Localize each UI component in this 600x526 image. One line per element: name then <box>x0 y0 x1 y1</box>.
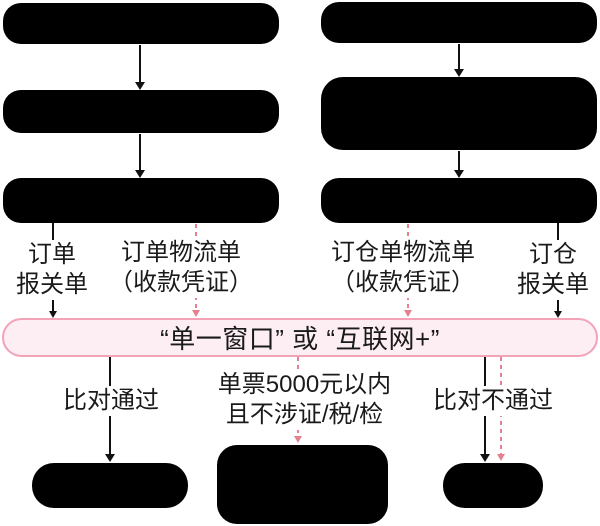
process-box-right-2 <box>321 77 597 150</box>
label-line: 订仓单物流单 <box>331 239 475 266</box>
single-window-bar-text: “单一窗口” 或 “互联网+” <box>160 324 440 354</box>
result-box-pass <box>32 463 188 508</box>
label-line: 报关单 <box>517 271 589 298</box>
arrow-left-2-head <box>135 170 145 178</box>
label-line: （收款凭证） <box>109 269 253 296</box>
label-booking-logistics: 订仓单物流单 （收款凭证） <box>322 238 484 298</box>
label-booking-declaration: 订仓 报关单 <box>510 240 596 300</box>
label-line: 订单物流单 <box>121 239 241 266</box>
single-window-bar: “单一窗口” 或 “互联网+” <box>2 318 598 357</box>
arrow-left-2-line <box>139 134 141 170</box>
arrow-right-1-head <box>454 69 464 77</box>
connector-fail-dashed-head <box>497 454 505 461</box>
label-compare-pass: 比对通过 <box>50 386 172 416</box>
label-order-logistics: 订单物流单 （收款凭证） <box>106 238 256 298</box>
label-order-declaration: 订单 报关单 <box>10 240 94 300</box>
label-line: 比对不通过 <box>433 387 553 414</box>
arrow-left-1-head <box>135 82 145 90</box>
connector-order-declaration-head <box>49 311 57 318</box>
arrow-right-2-line <box>458 151 460 170</box>
label-line: 单票5000元以内 <box>217 371 392 398</box>
arrow-left-1-line <box>139 45 141 82</box>
process-box-left-2 <box>3 90 279 133</box>
label-line: 订单 <box>28 241 76 268</box>
connector-booking-logistics-head <box>404 310 412 317</box>
label-under-5000: 单票5000元以内 且不涉证/税/检 <box>201 370 408 430</box>
result-box-fail <box>443 463 543 508</box>
connector-booking-declaration-head <box>554 311 562 318</box>
process-box-left-3 <box>3 178 279 223</box>
arrow-right-2-head <box>454 170 464 178</box>
label-compare-fail: 比对不通过 <box>423 386 563 416</box>
connector-order-logistics-head <box>192 310 200 317</box>
process-box-right-3 <box>321 178 597 223</box>
process-box-right-1 <box>321 2 597 43</box>
label-line: （收款凭证） <box>331 269 475 296</box>
connector-pass-head <box>105 454 115 462</box>
arrow-right-1-line <box>458 44 460 69</box>
connector-fail-head <box>480 454 490 462</box>
label-line: 订仓 <box>529 241 577 268</box>
label-line: 比对通过 <box>63 387 159 414</box>
process-box-left-1 <box>3 3 279 44</box>
label-line: 且不涉证/税/检 <box>225 401 384 428</box>
label-line: 报关单 <box>16 271 88 298</box>
result-box-under-5000 <box>217 445 388 524</box>
connector-under5000-head <box>294 436 302 443</box>
